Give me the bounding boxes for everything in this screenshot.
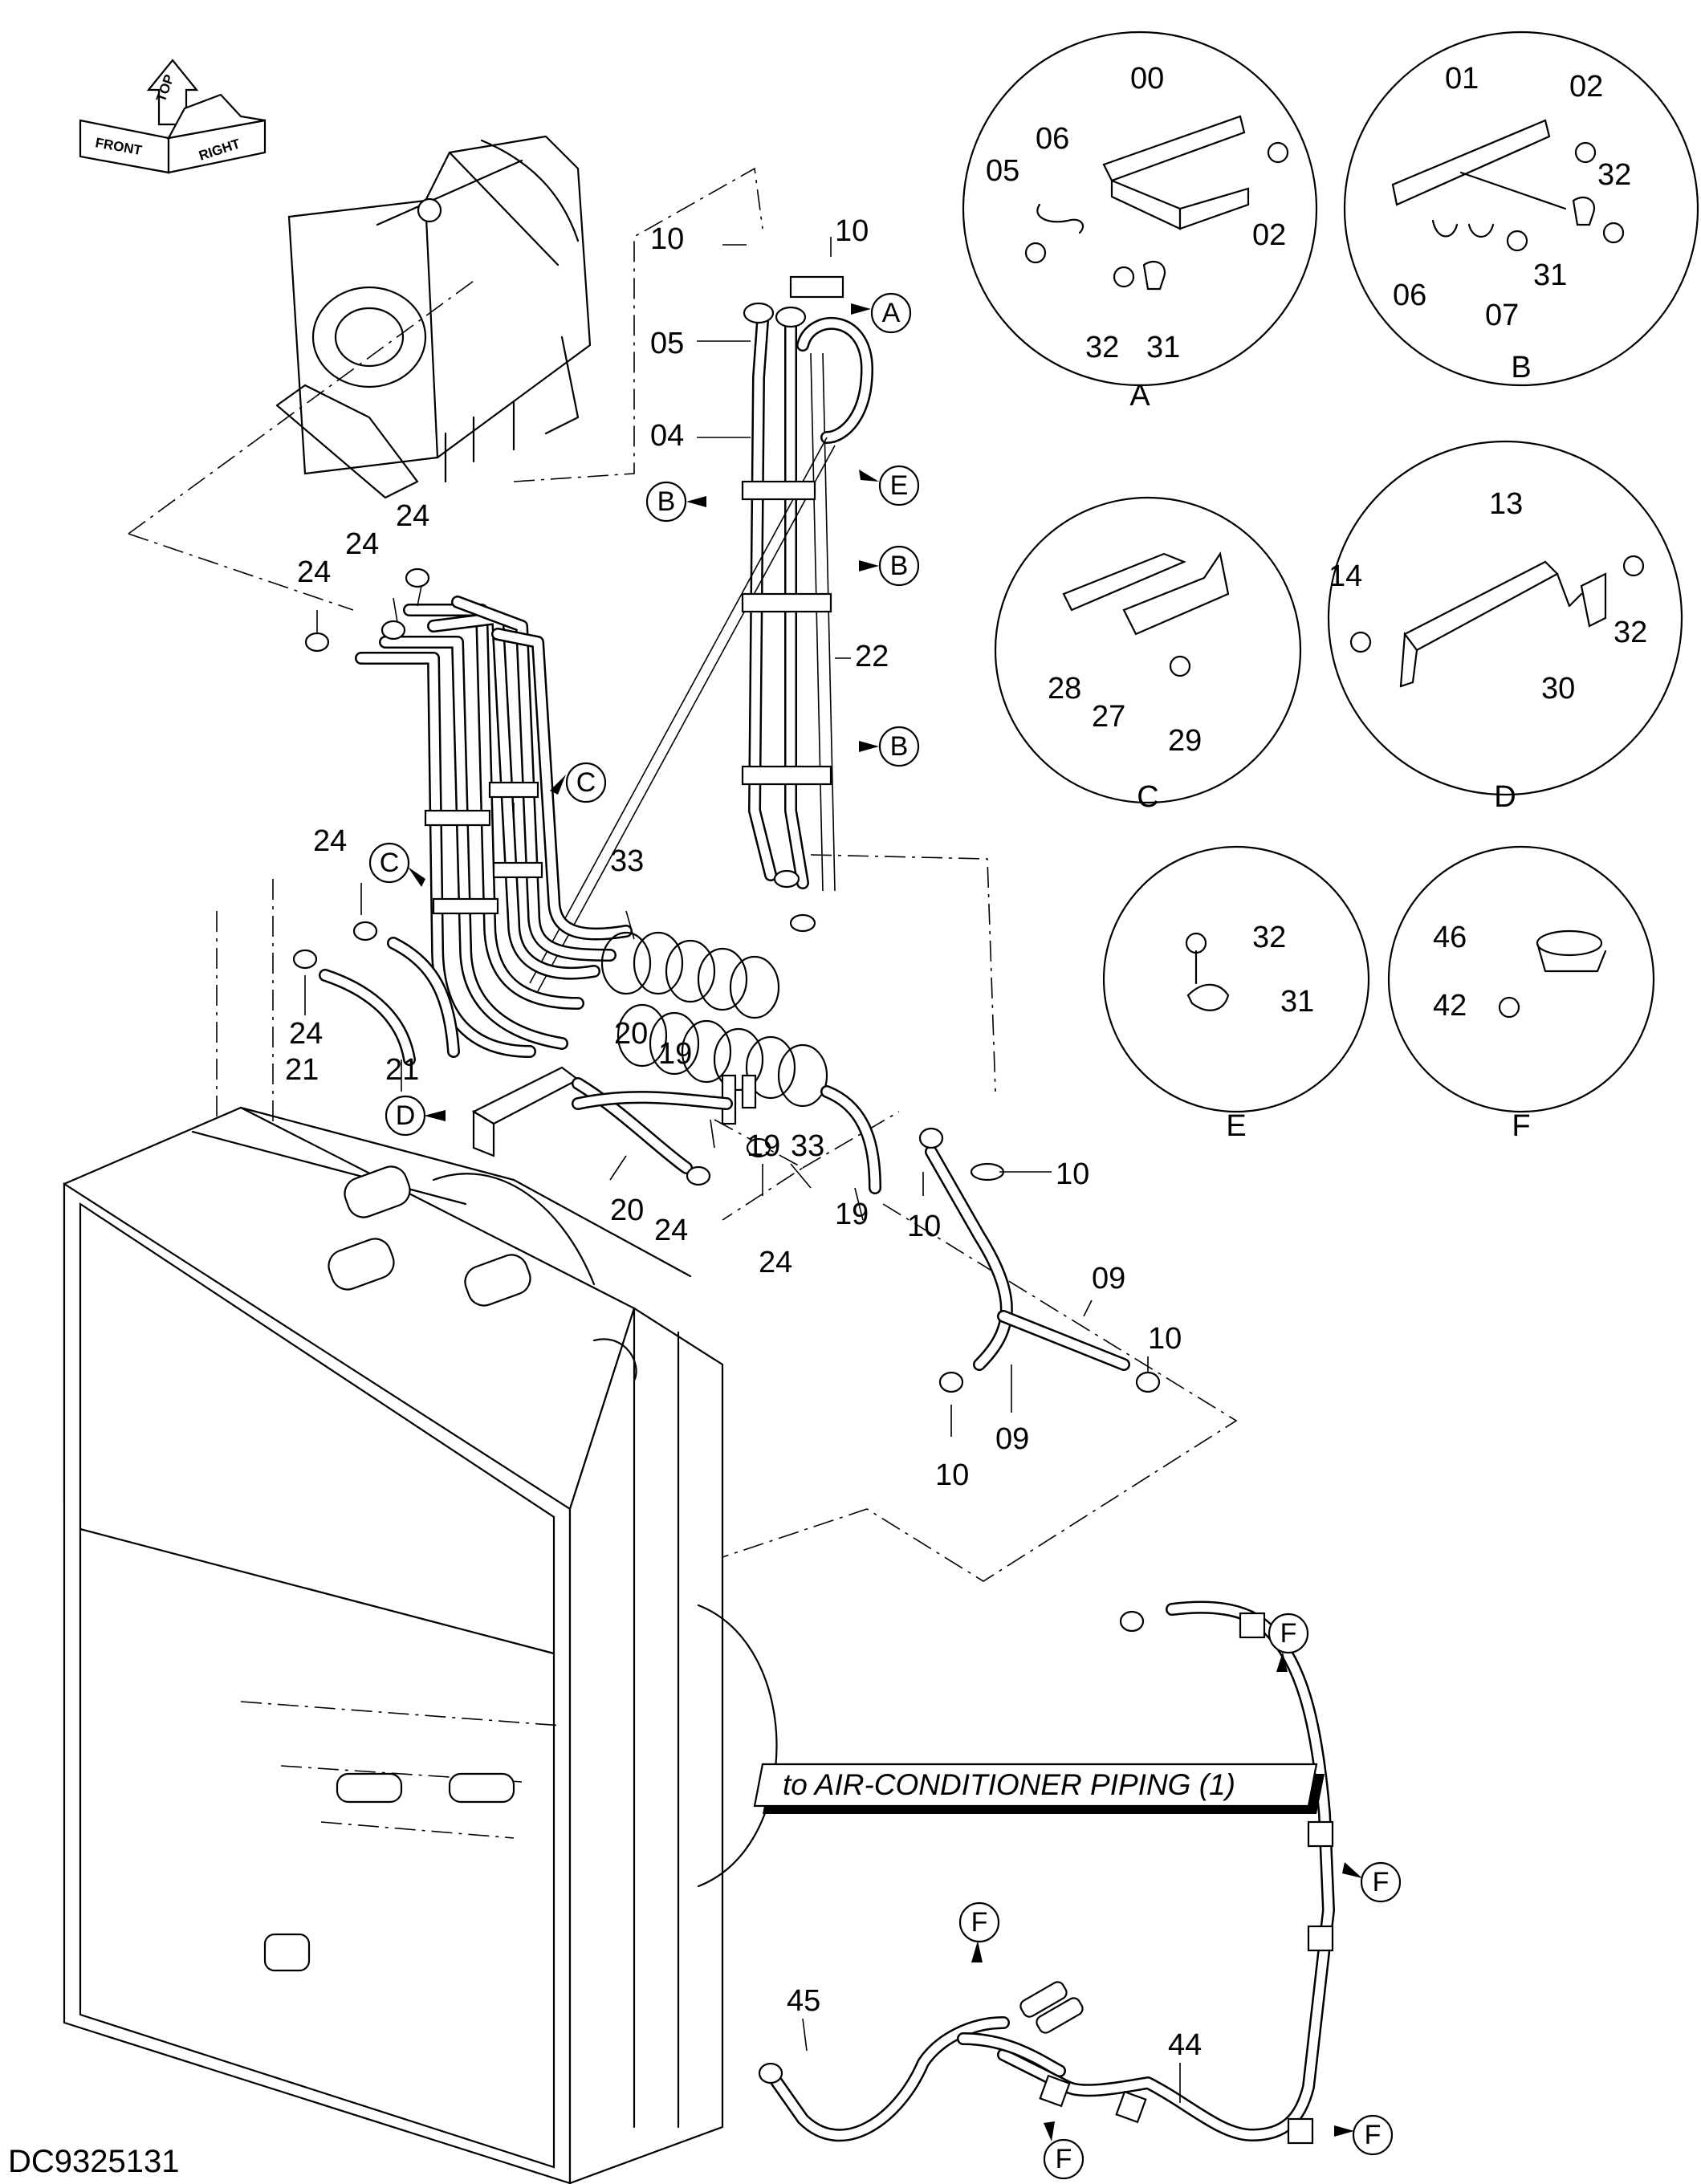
drawing-code: DC9325131 xyxy=(8,2144,180,2179)
label-10-d: 10 xyxy=(1056,1157,1089,1191)
label-04: 04 xyxy=(650,419,684,453)
detail-b-letter: B xyxy=(1511,351,1531,384)
part-13: 13 xyxy=(1489,487,1523,521)
label-19-a: 19 xyxy=(658,1037,692,1071)
label-19-b: 19 xyxy=(747,1129,780,1163)
coiled-hoses xyxy=(600,931,881,1194)
part-05-a: 05 xyxy=(986,154,1019,188)
callout-a: A xyxy=(882,298,901,328)
label-09-a: 09 xyxy=(1092,1262,1125,1295)
label-10-c: 10 xyxy=(907,1210,941,1243)
detail-b xyxy=(1343,31,1699,387)
radiator-assembly xyxy=(63,1106,778,2184)
label-24-e: 24 xyxy=(289,1017,323,1051)
orientation-indicator: FRONT TOP RIGHT xyxy=(79,59,267,174)
note-text: to AIR-CONDITIONER PIPING (1) xyxy=(783,1768,1235,1801)
callout-b-1: B xyxy=(657,486,676,517)
ac-hoses xyxy=(758,1600,1335,2145)
label-09-b: 09 xyxy=(995,1422,1029,1456)
tube-bundle xyxy=(292,567,633,1058)
part-27: 27 xyxy=(1092,700,1125,734)
cooler-pipe-bundle xyxy=(529,275,873,992)
part-42: 42 xyxy=(1433,989,1467,1023)
callout-f-5: F xyxy=(1365,2120,1382,2150)
label-21-a: 21 xyxy=(285,1053,319,1087)
detail-c-letter: C xyxy=(1137,780,1158,814)
label-24-g: 24 xyxy=(759,1246,792,1279)
label-24-f: 24 xyxy=(654,1214,688,1247)
oil-cooler-housing xyxy=(275,135,592,499)
callout-markers: A B E B B C C D F F F F F xyxy=(368,292,1402,2180)
label-10-a: 10 xyxy=(650,222,684,256)
part-32-d: 32 xyxy=(1614,616,1647,649)
label-44: 44 xyxy=(1168,2028,1202,2062)
callout-f-4: F xyxy=(1056,2144,1072,2174)
part-32-a: 32 xyxy=(1085,331,1119,364)
detail-d-letter: D xyxy=(1494,780,1516,814)
callout-f-3: F xyxy=(971,1907,988,1938)
part-32-e: 32 xyxy=(1252,921,1286,954)
detail-a xyxy=(962,31,1318,387)
callout-f-2: F xyxy=(1373,1867,1390,1897)
part-00: 00 xyxy=(1130,62,1164,96)
label-21-b: 21 xyxy=(385,1053,419,1087)
note-box: to AIR-CONDITIONER PIPING (1) xyxy=(753,1763,1325,1814)
detail-f xyxy=(1387,845,1655,1113)
label-24-a: 24 xyxy=(396,499,429,533)
part-29: 29 xyxy=(1168,724,1202,758)
label-20-b: 20 xyxy=(610,1194,644,1227)
main-part-labels: 10 10 05 04 22 24 24 24 24 24 33 21 21 1… xyxy=(285,214,1202,2103)
detail-c xyxy=(994,496,1302,804)
detail-a-letter: A xyxy=(1129,379,1150,413)
label-24-c: 24 xyxy=(297,555,331,589)
part-31-a: 31 xyxy=(1146,331,1180,364)
callout-b-3: B xyxy=(890,731,909,762)
label-10-b: 10 xyxy=(835,214,869,248)
callout-d: D xyxy=(396,1100,416,1131)
part-02-a: 02 xyxy=(1252,218,1286,252)
part-46: 46 xyxy=(1433,921,1467,954)
label-10-f: 10 xyxy=(935,1458,969,1492)
label-24-b: 24 xyxy=(345,527,379,561)
pipe-09 xyxy=(918,1127,1161,1393)
label-24-d: 24 xyxy=(313,824,347,858)
callout-b-2: B xyxy=(890,551,909,581)
part-14: 14 xyxy=(1329,559,1362,593)
callout-e: E xyxy=(890,470,909,501)
part-31-b: 31 xyxy=(1533,258,1567,292)
bracket-d-assembly xyxy=(471,1066,771,1186)
label-33-a: 33 xyxy=(610,844,644,878)
part-06-b: 06 xyxy=(1393,279,1426,312)
part-28: 28 xyxy=(1048,672,1081,706)
label-19-c: 19 xyxy=(835,1198,869,1231)
label-05: 05 xyxy=(650,327,684,360)
part-01: 01 xyxy=(1445,62,1479,96)
label-20-a: 20 xyxy=(614,1017,648,1051)
part-06-a: 06 xyxy=(1036,122,1069,156)
label-10-e: 10 xyxy=(1148,1322,1182,1356)
part-07-b: 07 xyxy=(1485,299,1519,332)
callout-f-1: F xyxy=(1280,1618,1297,1649)
part-32-b: 32 xyxy=(1597,158,1631,192)
part-30: 30 xyxy=(1541,672,1575,706)
callout-c-2: C xyxy=(380,848,400,878)
detail-f-letter: F xyxy=(1512,1109,1530,1143)
detail-e xyxy=(1102,845,1370,1113)
label-45: 45 xyxy=(787,1984,820,2018)
part-31-e: 31 xyxy=(1280,985,1314,1019)
callout-c-1: C xyxy=(576,767,596,798)
label-33-b: 33 xyxy=(791,1129,824,1163)
detail-e-letter: E xyxy=(1226,1109,1246,1143)
label-22: 22 xyxy=(855,640,889,673)
detail-d xyxy=(1327,440,1683,796)
part-02-b: 02 xyxy=(1569,70,1603,104)
